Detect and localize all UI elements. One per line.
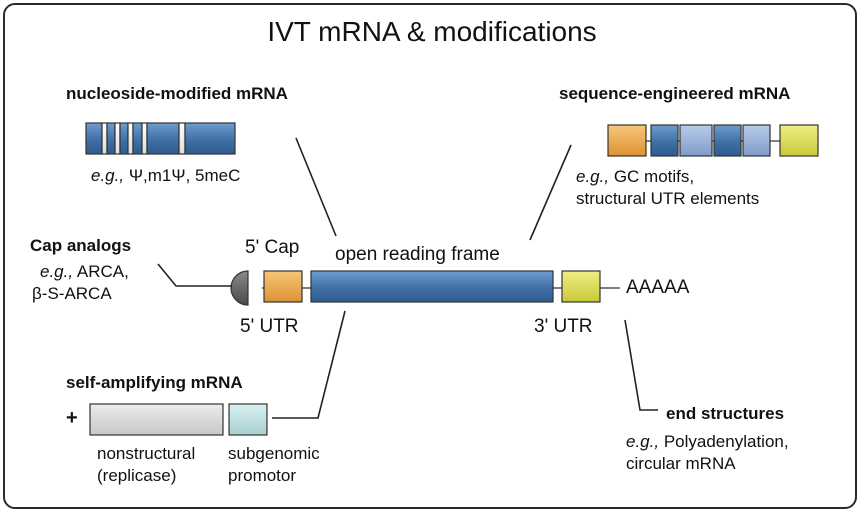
end-heading: end structures — [666, 404, 785, 423]
cap-icon — [230, 270, 249, 306]
self-amplifying-construct — [89, 403, 268, 436]
nucleoside-heading: nucleoside-modified mRNA — [66, 84, 288, 103]
diagram-title: IVT mRNA & modifications — [267, 16, 597, 47]
plus-sign: + — [66, 407, 78, 429]
subgenomic-block — [228, 403, 268, 436]
sequence-engineered-construct — [607, 124, 819, 157]
sequence-heading: sequence-engineered mRNA — [559, 84, 791, 103]
orf-block — [310, 270, 554, 303]
nucleoside-example-list: Ψ,m1Ψ, 5meC — [128, 166, 241, 185]
utr5-label: 5' UTR — [240, 316, 299, 337]
nonstructural-label: nonstructural — [97, 444, 196, 463]
cap-eg: e.g., — [40, 262, 74, 281]
cap-label: 5' Cap — [245, 237, 300, 258]
cap-example-line1: e.g., ARCA, — [40, 262, 129, 282]
diagram-frame — [3, 3, 857, 509]
subgenomic-label: subgenomic — [228, 444, 320, 463]
promotor-label: promotor — [228, 466, 297, 485]
end-example-line2: circular mRNA — [626, 454, 736, 473]
orf-label: open reading frame — [335, 244, 500, 265]
cap-heading: Cap analogs — [30, 236, 132, 255]
sequence-example-line1: e.g., GC motifs, — [576, 167, 694, 187]
self-amp-heading: self-amplifying mRNA — [66, 373, 243, 392]
nonstructural-block — [89, 403, 224, 436]
connector-lines — [157, 137, 658, 419]
replicase-label: (replicase) — [97, 466, 177, 485]
polya-label: AAAAA — [626, 277, 690, 298]
sequence-eg: e.g., — [576, 167, 610, 186]
nucleoside-examples: e.g., Ψ,m1Ψ, 5meC — [91, 166, 240, 186]
sequence-example-gc: GC motifs, — [613, 167, 695, 186]
utr3-block — [561, 270, 601, 303]
cap-example-line2: β-S-ARCA — [32, 284, 112, 303]
end-eg: e.g., — [626, 432, 660, 451]
utr5-block — [263, 270, 303, 303]
end-example-line1: e.g., Polyadenylation, — [626, 432, 789, 452]
main-mrna-construct — [230, 270, 620, 306]
nucleoside-eg: e.g., — [91, 166, 125, 185]
sequence-example-line2: structural UTR elements — [576, 189, 760, 208]
cap-example-arca: ARCA, — [76, 262, 129, 281]
end-example-polya: Polyadenylation, — [663, 432, 789, 451]
nucleoside-modified-construct — [85, 122, 236, 155]
utr3-label: 3' UTR — [534, 316, 593, 337]
